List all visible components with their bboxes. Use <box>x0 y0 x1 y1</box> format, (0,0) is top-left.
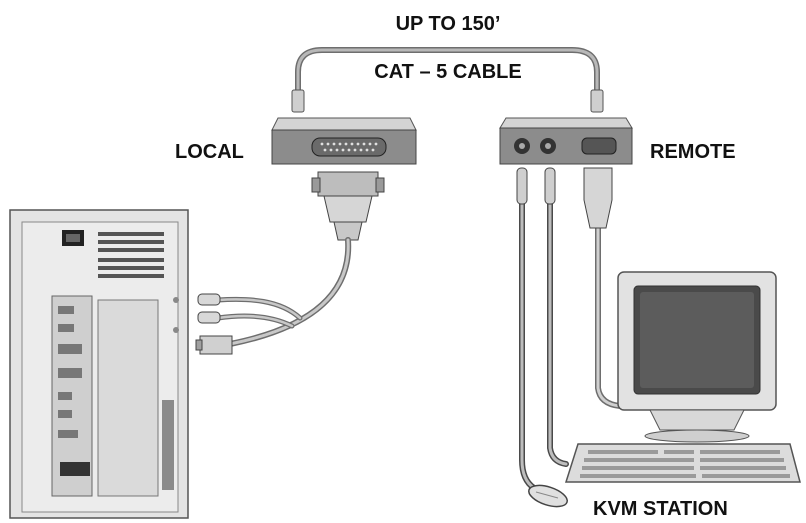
vga-port <box>581 137 617 155</box>
kvm-station-label: KVM STATION <box>593 498 728 520</box>
extender-remote-unit-icon <box>499 117 633 165</box>
crt-monitor-icon <box>617 271 777 443</box>
db25-plug-icon <box>311 171 385 241</box>
extender-local-unit-icon <box>271 117 417 165</box>
cat5-cable <box>291 47 604 113</box>
ps2-plugs-icon <box>195 293 233 355</box>
rj45-plug-remote <box>590 89 604 113</box>
distance-label: UP TO 150’ <box>396 13 501 35</box>
cable-label: CAT – 5 CABLE <box>374 61 521 83</box>
remote-label: REMOTE <box>650 141 736 163</box>
local-kvm-cable <box>215 237 352 347</box>
remote-plugs <box>516 167 613 229</box>
mouse-icon <box>528 484 568 508</box>
keyboard-icon <box>564 443 801 483</box>
local-label: LOCAL <box>175 141 244 163</box>
pc-tower-icon <box>9 209 189 519</box>
rj45-plug-local <box>291 89 305 113</box>
